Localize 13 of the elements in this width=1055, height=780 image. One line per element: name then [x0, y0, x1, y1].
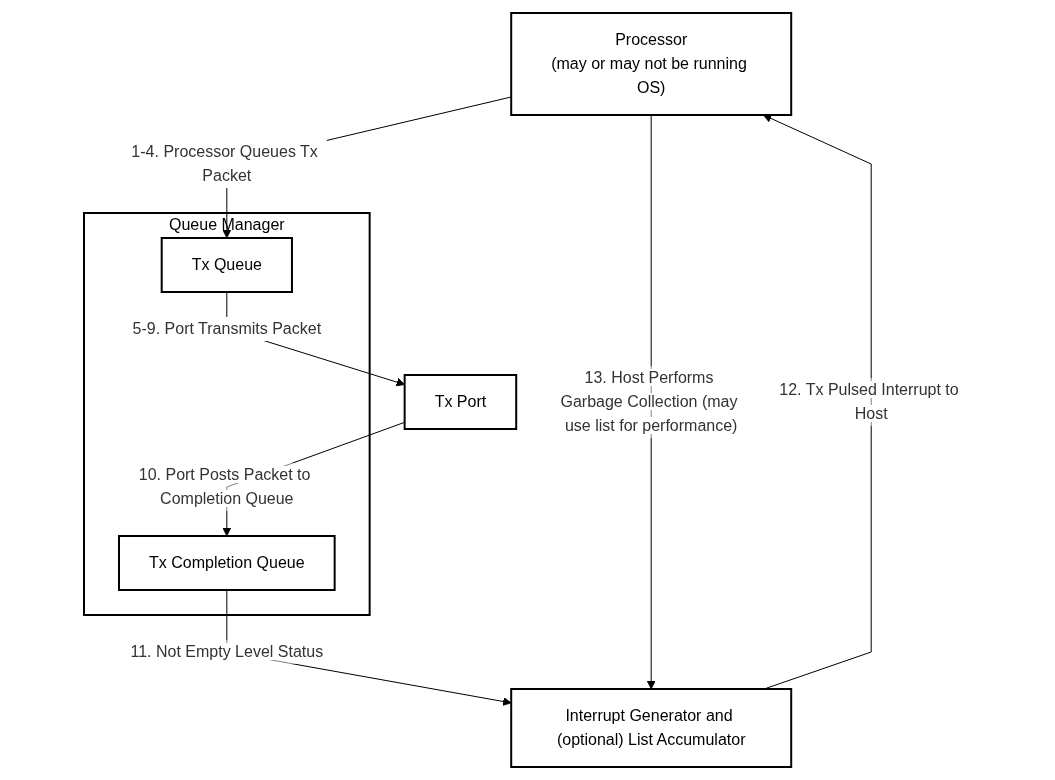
node-box: Interrupt Generator and (optional) List Accumulator: [510, 688, 793, 768]
edge-label: 5-9. Port Transmits Packet: [132, 320, 321, 337]
arrow: [762, 114, 872, 690]
node-box: Tx Queue: [160, 237, 293, 293]
edge-label: 12. Tx Pulsed Interrupt to Host: [779, 381, 959, 422]
node-box: Tx Completion Queue: [117, 535, 336, 591]
edge-label: 1-4. Processor Queues Tx Packet: [131, 143, 318, 184]
arrow: [646, 114, 656, 690]
node-box: Tx Port: [403, 374, 518, 430]
edge-label: 10. Port Posts Packet to Completion Queue: [138, 466, 311, 507]
edge-label: 13. Host Performs Garbage Collection (may use list for performance): [560, 369, 738, 434]
edge-label: 11. Not Empty Level Status: [130, 643, 324, 660]
node-box: Processor (may or may not be running OS): [510, 12, 793, 116]
